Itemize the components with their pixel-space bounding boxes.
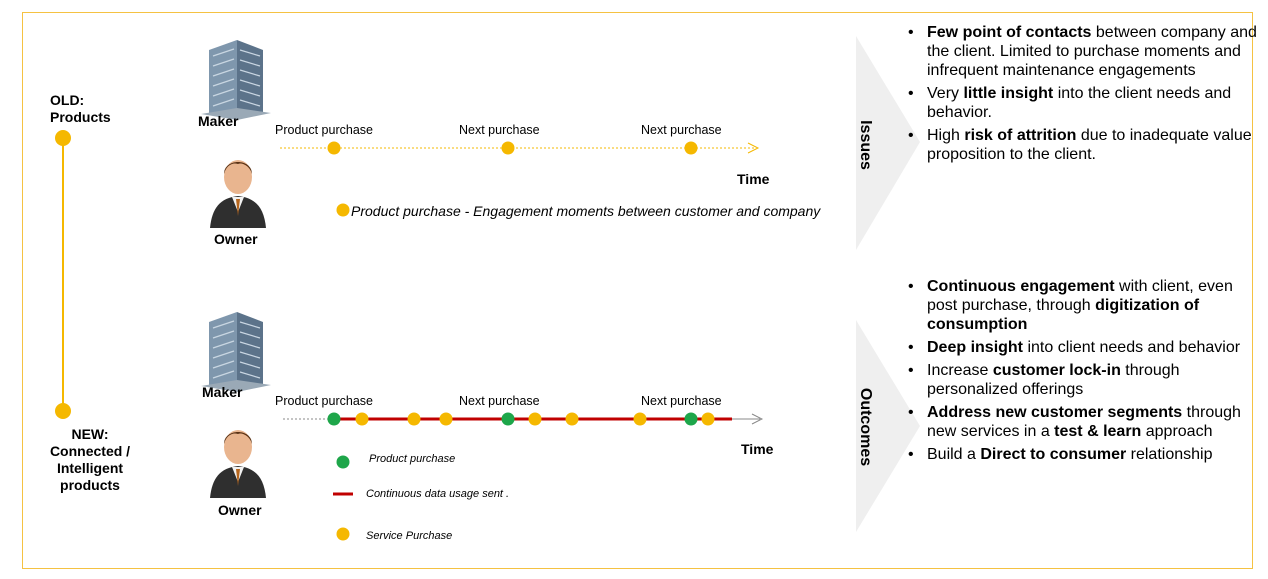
- old-owner-label: Owner: [214, 231, 258, 247]
- issues-title: Issues: [857, 120, 874, 170]
- old-purchase-dot: [501, 141, 515, 155]
- outcomes-bullet-run: Address new customer segments: [927, 404, 1183, 421]
- outcomes-title: Outcomes: [857, 387, 874, 467]
- new-product-dot: [327, 412, 341, 426]
- outcomes-bullet-run: test & learn: [1054, 423, 1142, 440]
- new-service-dot: [528, 412, 542, 426]
- old-timeline-label: Product purchase: [275, 123, 373, 137]
- outcomes-bullet-run: through new services in a: [927, 404, 1241, 440]
- old-purchase-dot: [327, 141, 341, 155]
- issues-bullet-run: Very: [927, 85, 964, 102]
- new-service-dot: [355, 412, 369, 426]
- outcomes-bullet: Build a Direct to consumer relationship: [905, 445, 1257, 464]
- issues-bullet: High risk of attrition due to inadequate…: [905, 126, 1257, 164]
- legend-product-dot: [336, 455, 350, 469]
- old-timeline-label: Next purchase: [641, 123, 722, 137]
- legend-service-dot: [336, 527, 350, 541]
- old-legend-dot: [336, 203, 350, 217]
- outcomes-bullet-run: Continuous engagement: [927, 278, 1115, 295]
- issues-bullet: Few point of contacts between company an…: [905, 23, 1257, 80]
- old-time-label: Time: [737, 171, 770, 187]
- outcomes-bullet-run: Build a: [927, 446, 981, 463]
- issues-bullet-run: High: [927, 127, 965, 144]
- new-owner-label: Owner: [218, 502, 262, 518]
- new-stage-label: NEW: Connected / Intelligent products: [49, 426, 131, 493]
- legend-product-text: Product purchase: [369, 453, 456, 465]
- old-timeline-arrowhead: [747, 142, 760, 154]
- new-timeline-label: Product purchase: [275, 394, 373, 408]
- outcomes-bullet-run: Increase: [927, 362, 993, 379]
- issues-bullet-run: due to inadequate value proposition to t…: [927, 127, 1252, 163]
- new-service-dot: [565, 412, 579, 426]
- outcomes-bullet-run: through personalized offerings: [927, 362, 1180, 398]
- issues-bullet-run: risk of attrition: [964, 127, 1077, 144]
- new-service-dot: [633, 412, 647, 426]
- issues-bullet: Very little insight into the client need…: [905, 84, 1257, 122]
- issues-bullet-run: between company and the client. Limited …: [927, 24, 1257, 79]
- new-timeline-arrowhead: [751, 413, 764, 425]
- issues-bullet-run: into the client needs and behavior.: [927, 85, 1232, 121]
- businessman-icon: [210, 160, 266, 228]
- issues-bullet-list: Few point of contacts between company an…: [905, 23, 1257, 168]
- issues-bullet-run: Few point of contacts: [927, 24, 1092, 41]
- outcomes-bullet-run: relationship: [1126, 446, 1213, 463]
- outcomes-bullet-list: Continuous engagement with client, even …: [905, 277, 1257, 468]
- new-time-label: Time: [741, 441, 774, 457]
- outcomes-bullet-run: customer lock-in: [992, 362, 1121, 379]
- outcomes-bullet: Continuous engagement with client, even …: [905, 277, 1257, 334]
- outcomes-bullet: Address new customer segments through ne…: [905, 403, 1257, 441]
- building-icon: [201, 312, 271, 392]
- outcomes-bullet-run: with client, even post purchase, through: [927, 278, 1233, 314]
- legend-service-text: Service Purchase: [366, 530, 453, 542]
- old-maker-label: Maker: [198, 113, 239, 129]
- outcomes-bullet: Increase customer lock-in through person…: [905, 361, 1257, 399]
- outcomes-bullet-run: into client needs and behavior: [1023, 339, 1241, 356]
- businessman-icon: [210, 430, 266, 498]
- outcomes-chevron: [856, 320, 920, 532]
- outcomes-bullet-run: digitization of consumption: [927, 297, 1200, 333]
- new-product-dot: [501, 412, 515, 426]
- new-service-dot: [407, 412, 421, 426]
- new-timeline-label: Next purchase: [459, 394, 540, 408]
- new-stage-dot: [55, 403, 71, 419]
- new-maker-label: Maker: [202, 384, 243, 400]
- outcomes-bullet-run: Deep insight: [927, 339, 1024, 356]
- old-legend-text: Product purchase - Engagement moments be…: [351, 203, 821, 219]
- new-service-dot: [701, 412, 715, 426]
- outcomes-bullet-run: Direct to consumer: [980, 446, 1127, 463]
- new-timeline-label: Next purchase: [641, 394, 722, 408]
- issues-chevron: [856, 36, 920, 250]
- building-icon: [201, 40, 271, 120]
- issues-bullet-run: little insight: [963, 85, 1054, 102]
- old-purchase-dot: [684, 141, 698, 155]
- new-product-dot: [684, 412, 698, 426]
- new-service-dot: [439, 412, 453, 426]
- old-timeline-label: Next purchase: [459, 123, 540, 137]
- old-stage-label: OLD: Products: [50, 92, 111, 125]
- outcomes-bullet-run: approach: [1141, 423, 1213, 440]
- outcomes-bullet: Deep insight into client needs and behav…: [905, 338, 1257, 357]
- old-stage-dot: [55, 130, 71, 146]
- legend-data-text: Continuous data usage sent .: [366, 488, 510, 500]
